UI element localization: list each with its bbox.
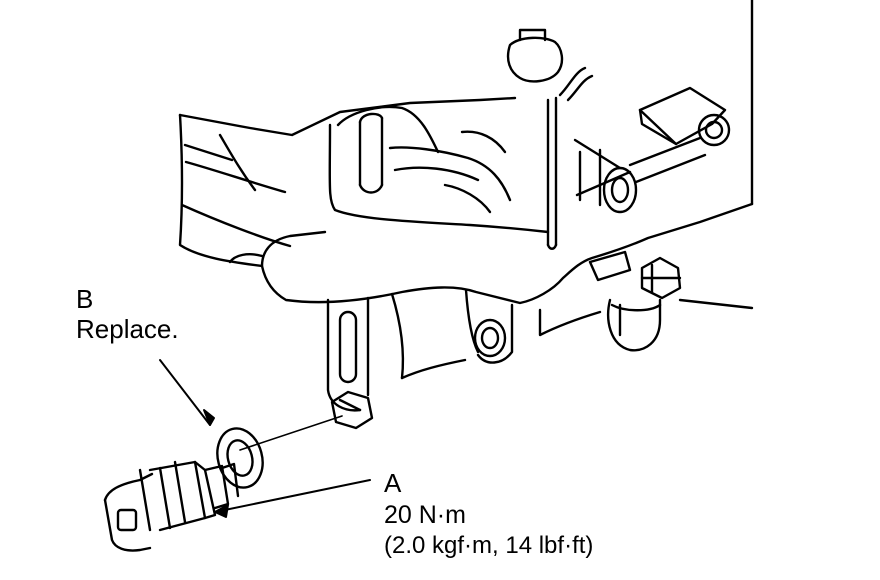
callout-a-torque: 20 N·m [384, 501, 466, 529]
callout-a-letter: A [384, 468, 402, 498]
callout-b-note: Replace. [76, 314, 179, 344]
dipstick-tube [506, 28, 594, 250]
mount-bolt [330, 390, 374, 430]
drain-bolt [640, 256, 754, 310]
callout-b-letter: B [76, 284, 94, 314]
callout-a-torque-alt: (2.0 kgf·m, 14 lbf·ft) [384, 532, 594, 559]
leader-a [214, 479, 371, 518]
top-casting-detail [328, 105, 550, 234]
sealing-washer [216, 427, 264, 489]
leader-b [159, 359, 215, 426]
shift-lever-bracket [573, 86, 731, 214]
installation-axis-line [239, 415, 343, 451]
transmission-housing [178, 0, 754, 305]
lower-bosses [326, 250, 662, 412]
fluid-temperature-sensor [103, 460, 240, 552]
